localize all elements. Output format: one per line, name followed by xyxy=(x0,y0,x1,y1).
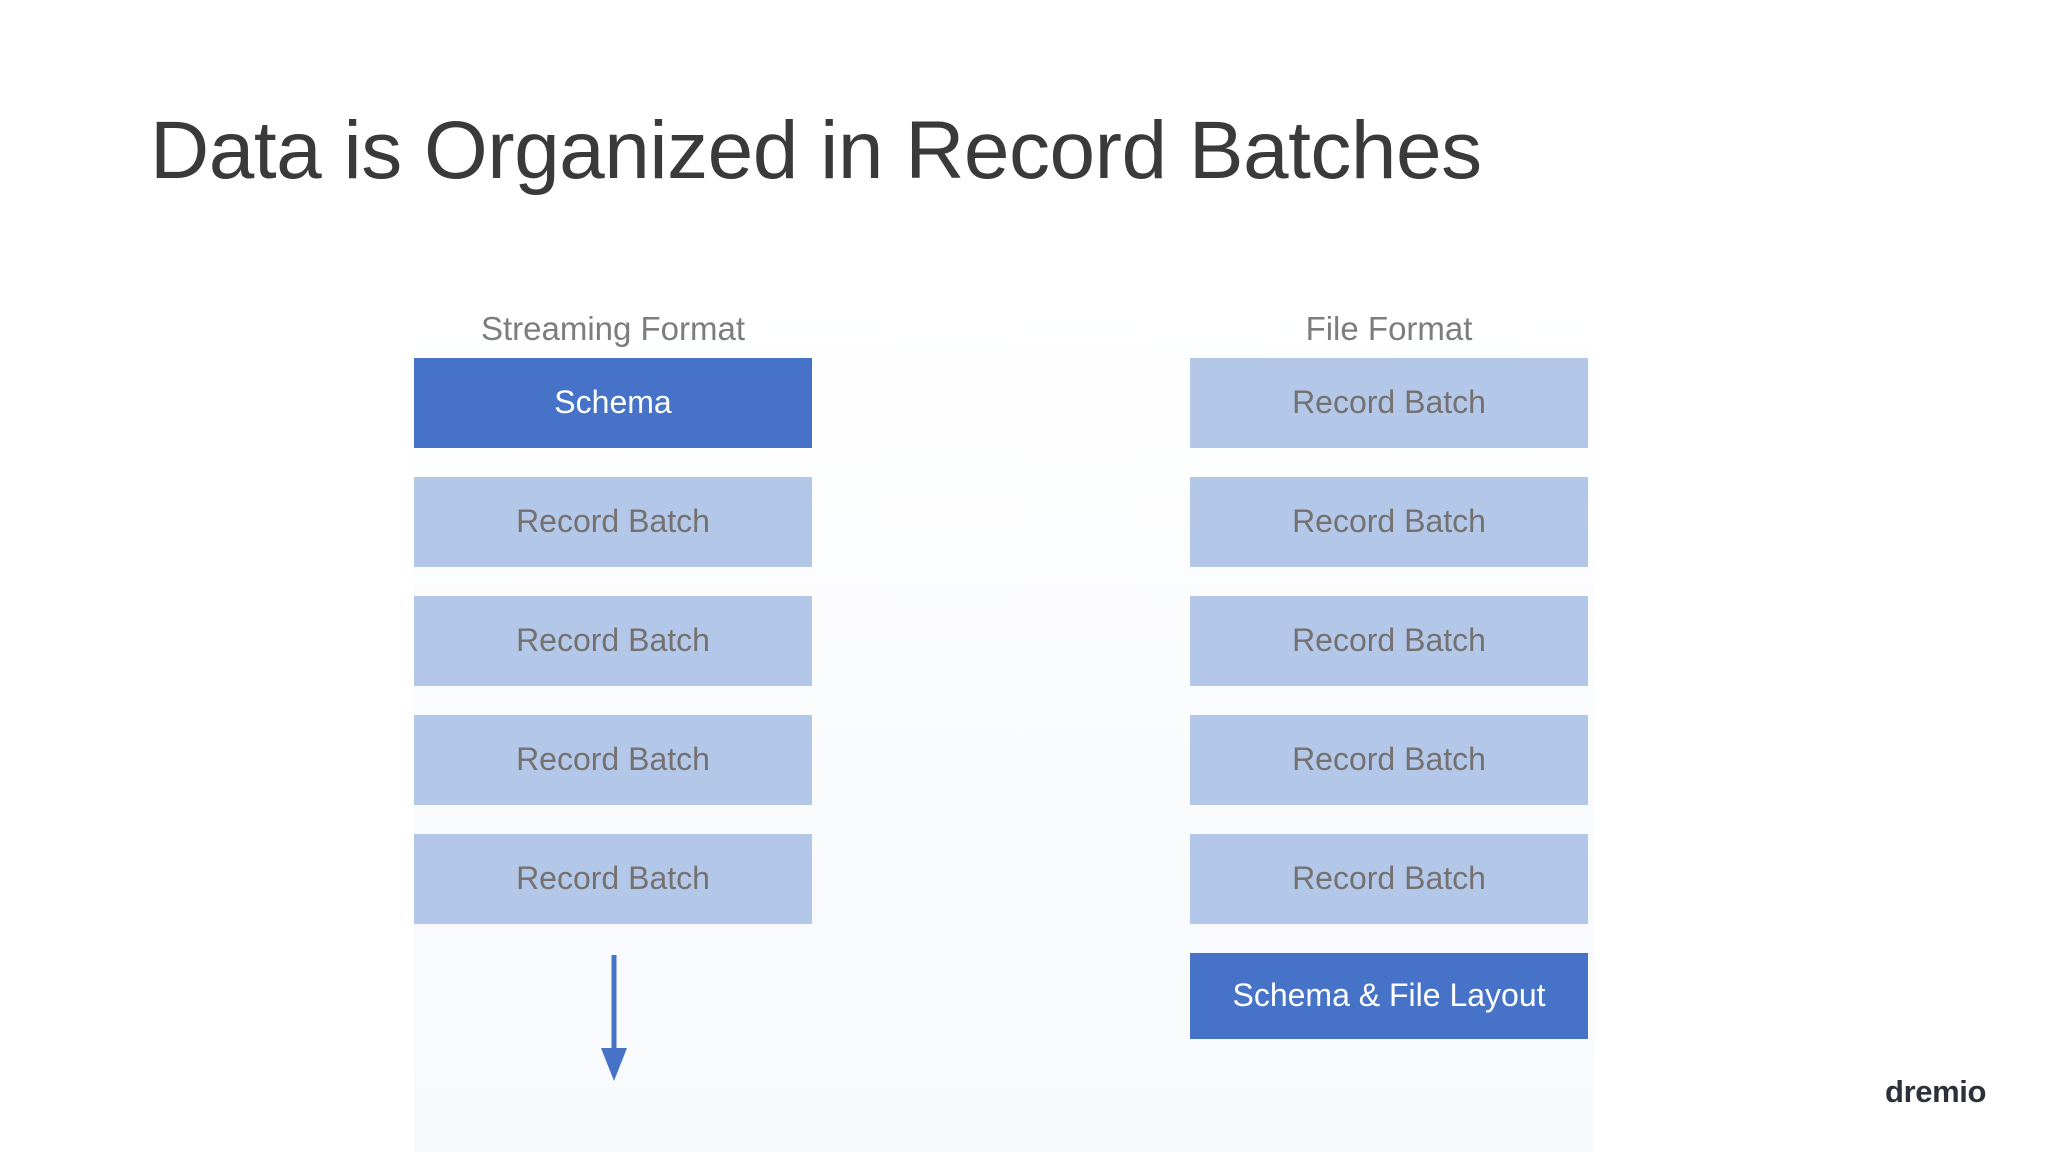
column-streaming-format: Streaming Format Schema Record Batch Rec… xyxy=(414,300,812,953)
block-label: Schema & File Layout xyxy=(1232,977,1546,1014)
block-label: Record Batch xyxy=(1292,860,1486,897)
block-label: Record Batch xyxy=(516,741,710,778)
block-record-batch[interactable]: Record Batch xyxy=(414,834,812,924)
flow-arrow-down-icon xyxy=(597,955,631,1083)
block-label: Record Batch xyxy=(516,860,710,897)
column-header-file-format: File Format xyxy=(1305,310,1473,347)
block-record-batch[interactable]: Record Batch xyxy=(1190,596,1588,686)
block-label: Record Batch xyxy=(1292,622,1486,659)
block-record-batch[interactable]: Record Batch xyxy=(1190,477,1588,567)
page-title: Data is Organized in Record Batches xyxy=(150,105,1482,196)
dremio-logo: dremio xyxy=(1885,1074,1986,1109)
block-label: Record Batch xyxy=(1292,503,1486,540)
block-label: Schema xyxy=(554,384,672,421)
column-header-streaming-format: Streaming Format xyxy=(480,310,746,347)
block-record-batch[interactable]: Record Batch xyxy=(414,596,812,686)
block-stack-file: Record Batch Record Batch Record Batch R… xyxy=(1190,358,1588,1039)
block-record-batch[interactable]: Record Batch xyxy=(414,477,812,567)
block-label: Record Batch xyxy=(1292,384,1486,421)
block-record-batch[interactable]: Record Batch xyxy=(414,715,812,805)
block-label: Record Batch xyxy=(516,622,710,659)
block-label: Record Batch xyxy=(516,503,710,540)
block-schema-and-file-layout[interactable]: Schema & File Layout xyxy=(1190,953,1588,1039)
block-record-batch[interactable]: Record Batch xyxy=(1190,358,1588,448)
block-label: Record Batch xyxy=(1292,741,1486,778)
block-schema[interactable]: Schema xyxy=(414,358,812,448)
block-record-batch[interactable]: Record Batch xyxy=(1190,715,1588,805)
block-record-batch[interactable]: Record Batch xyxy=(1190,834,1588,924)
block-stack-streaming: Schema Record Batch Record Batch Record … xyxy=(414,358,812,924)
column-file-format: File Format Record Batch Record Batch Re… xyxy=(1190,300,1588,1068)
